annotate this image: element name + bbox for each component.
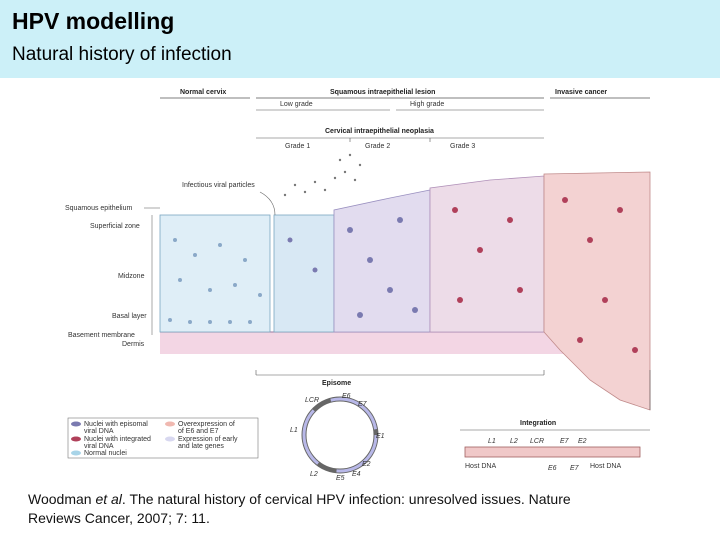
- host-dna-right: Host DNA: [590, 463, 621, 470]
- stage-squamous-label: Squamous intraepithelial lesion: [330, 89, 435, 96]
- episome-title: Episome: [322, 380, 351, 387]
- legend-integrated-swatch: [71, 436, 81, 442]
- infectious-particles-label: Infectious viral particles: [182, 182, 255, 189]
- legend-overexpression-2: of E6 and E7: [178, 428, 219, 435]
- episome-e1: E1: [376, 433, 385, 440]
- episomal-nuclei: [287, 217, 418, 318]
- stage-invasive-label: Invasive cancer: [555, 89, 607, 96]
- grade-1-label: Grade 1: [285, 143, 310, 150]
- episome-lcr: LCR: [305, 397, 319, 404]
- normal-epithelium: [159, 214, 271, 333]
- squamous-epithelium-label: Squamous epithelium: [65, 205, 132, 212]
- integration-l2: L2: [510, 438, 518, 445]
- basement-membrane-label: Basement membrane: [68, 332, 135, 339]
- episome-diagram: Episome LCR E6 E7 E1 E2 E4 E5 L1 L2: [290, 380, 385, 482]
- midzone-label: Midzone: [118, 273, 145, 280]
- grade-2-label: Grade 2: [365, 143, 390, 150]
- integration-e6: E6: [548, 465, 557, 472]
- integration-lcr: LCR: [530, 438, 544, 445]
- integration-e2: E2: [578, 438, 587, 445]
- legend-overexpression-1: Overexpression of: [178, 421, 235, 428]
- legend-integrated-2: viral DNA: [84, 443, 114, 450]
- basal-layer-label: Basal layer: [112, 313, 147, 320]
- integrated-dna-bar: [464, 446, 641, 458]
- grade2-epithelium: [333, 189, 431, 333]
- legend-episomal-2: viral DNA: [84, 428, 114, 435]
- host-dna-left: Host DNA: [465, 463, 496, 470]
- integration-title: Integration: [520, 420, 556, 427]
- citation-etal: et al: [95, 491, 122, 507]
- citation-line2: Reviews Cancer, 2007; 7: 11.: [28, 510, 210, 526]
- hpv-natural-history-figure: Normal cervix Squamous intraepithelial l…: [60, 80, 660, 490]
- integration-diagram: Integration L1 L2 LCR E7 E2 E6 E7 Host D…: [460, 420, 650, 472]
- stage-normal-label: Normal cervix: [180, 89, 226, 96]
- legend-integrated-1: Nuclei with integrated: [84, 436, 151, 443]
- episome-l1: L1: [290, 427, 298, 434]
- normal-nuclei: [168, 238, 262, 324]
- invasive-cancer-tissue: [543, 171, 651, 411]
- layer-labels: Squamous epithelium Superficial zone Mid…: [65, 182, 255, 348]
- grade3-epithelium: [429, 175, 545, 333]
- legend-overexpression-swatch: [165, 421, 175, 427]
- grade-low-label: Low grade: [280, 101, 313, 108]
- superficial-zone-label: Superficial zone: [90, 223, 140, 230]
- episome-e7: E7: [358, 401, 368, 408]
- episome-e5: E5: [336, 475, 345, 482]
- citation: Woodman et al. The natural history of ce…: [28, 490, 688, 528]
- slide-title: HPV modelling: [12, 8, 175, 34]
- legend-expression-1: Expression of early: [178, 436, 238, 443]
- dermis-band: [160, 332, 650, 354]
- legend-expression-2: and late genes: [178, 443, 224, 450]
- legend-normal-swatch: [71, 450, 81, 456]
- episome-l2: L2: [310, 471, 318, 478]
- integration-l1: L1: [488, 438, 496, 445]
- citation-line1: . The natural history of cervical HPV in…: [121, 491, 571, 507]
- episome-e4: E4: [352, 471, 361, 478]
- slide-header: HPV modelling Natural history of infecti…: [0, 0, 720, 78]
- slide-subtitle: Natural history of infection: [12, 44, 232, 65]
- citation-author: Woodman: [28, 491, 96, 507]
- integrated-nuclei: [452, 197, 638, 353]
- integration-e7b: E7: [570, 465, 580, 472]
- legend-episomal-1: Nuclei with episomal: [84, 421, 148, 428]
- tissue-illustration: [159, 153, 651, 411]
- figure-svg: Normal cervix Squamous intraepithelial l…: [65, 89, 651, 482]
- legend-normal: Normal nuclei: [84, 450, 127, 457]
- episome-e6: E6: [342, 393, 351, 400]
- cin-title-label: Cervical intraepithelial neoplasia: [325, 128, 434, 135]
- legend-episomal-swatch: [71, 421, 81, 427]
- legend: Nuclei with episomal viral DNA Nuclei wi…: [67, 417, 259, 459]
- integration-e7: E7: [560, 438, 570, 445]
- stage-bar: Normal cervix Squamous intraepithelial l…: [160, 89, 650, 150]
- viral-particles: [283, 153, 362, 197]
- episome-e2: E2: [362, 461, 371, 468]
- grade-3-label: Grade 3: [450, 143, 475, 150]
- grade1-epithelium: [273, 214, 335, 333]
- grade-high-label: High grade: [410, 101, 444, 108]
- dermis-label: Dermis: [122, 341, 145, 348]
- legend-expression-swatch: [165, 436, 175, 442]
